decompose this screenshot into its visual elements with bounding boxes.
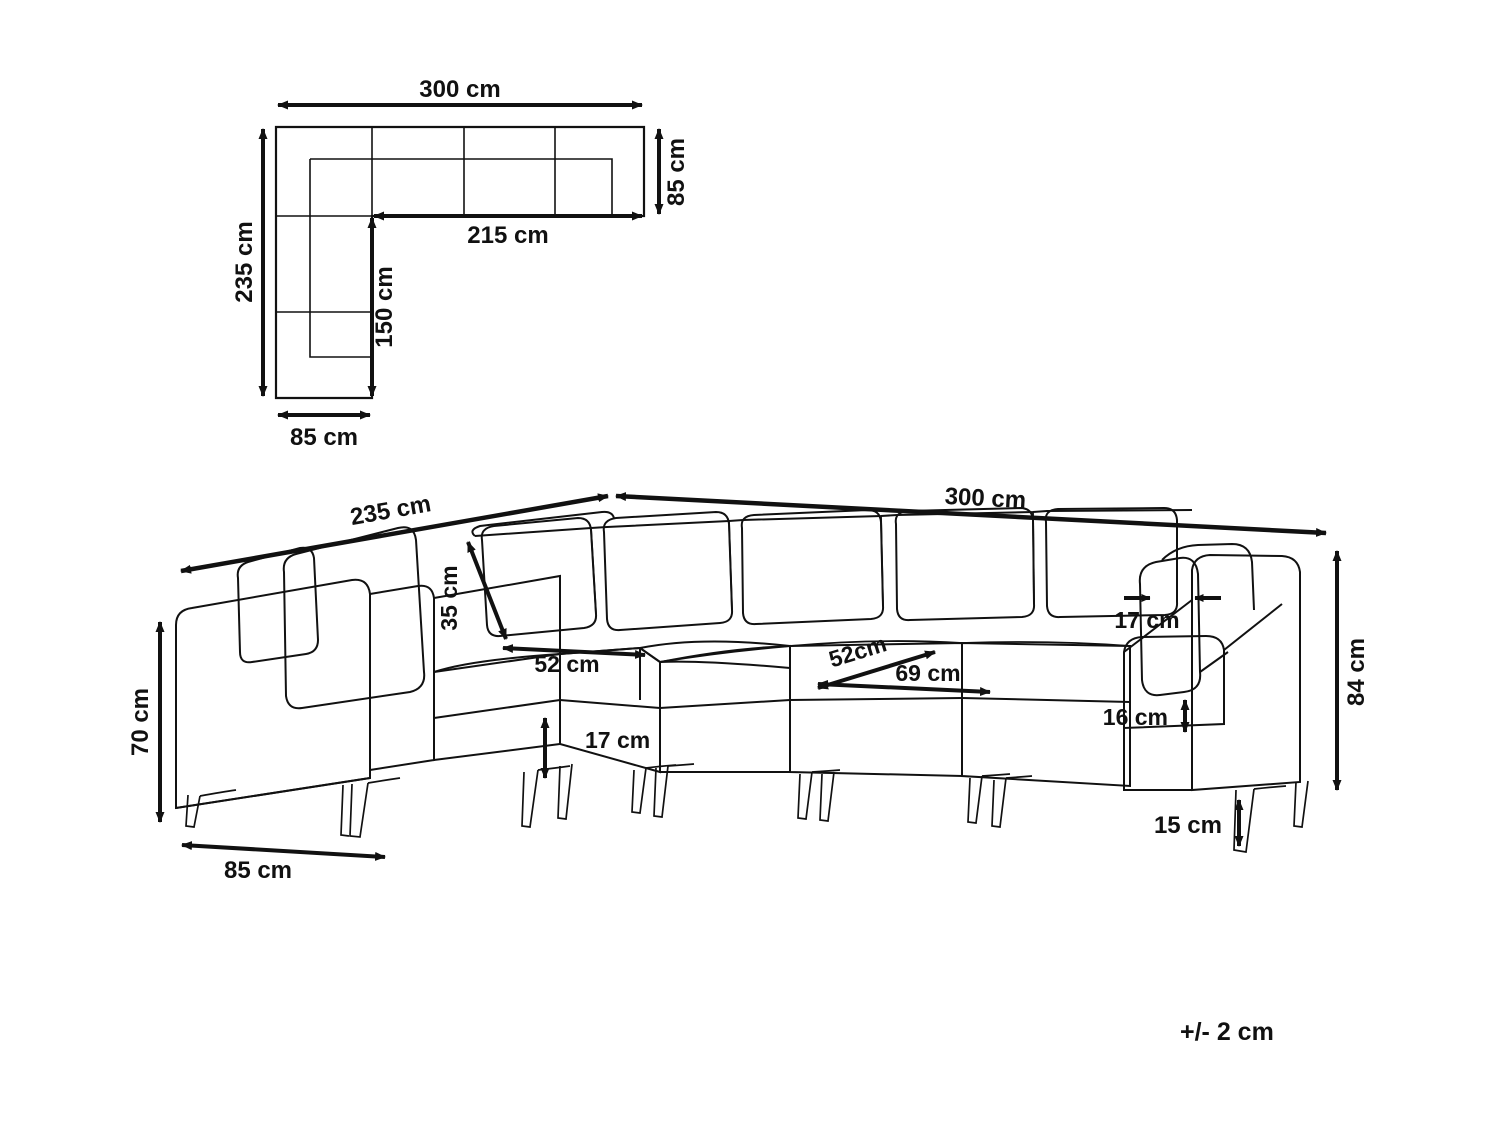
- persp-dimension-16: 16 cm: [1103, 699, 1190, 733]
- tolerance-note: +/- 2 cm: [1180, 1018, 1274, 1046]
- plan-label-150: 150 cm: [371, 266, 398, 347]
- persp-label-85: 85 cm: [224, 857, 292, 884]
- persp-dimension-70: 70 cm: [127, 621, 165, 823]
- persp-dimension-17-seat: 17 cm: [540, 717, 650, 779]
- persp-dimension-15: 15 cm: [1154, 799, 1244, 847]
- plan-label-300: 300 cm: [419, 76, 500, 103]
- persp-dimension-17-arm: 17 cm: [1114, 594, 1221, 633]
- plan-dimension-150: 150 cm: [367, 217, 398, 397]
- plan-label-85-bottom: 85 cm: [290, 424, 358, 451]
- plan-label-85-right: 85 cm: [663, 138, 690, 206]
- plan-dimension-215: 215 cm: [373, 211, 643, 249]
- persp-label-35: 35 cm: [436, 565, 462, 630]
- plan-dimension-235: 235 cm: [231, 128, 268, 397]
- persp-label-15: 15 cm: [1154, 812, 1222, 839]
- plan-dimension-85-bottom: 85 cm: [277, 410, 371, 451]
- center-legs: [521, 763, 1033, 828]
- plan-dimension-85-right: 85 cm: [654, 128, 690, 215]
- persp-label-300: 300 cm: [944, 483, 1027, 514]
- persp-dimension-85: 85 cm: [181, 841, 386, 884]
- persp-dimension-69: 69 cm: [817, 660, 991, 697]
- plan-label-235: 235 cm: [231, 221, 258, 302]
- persp-dimension-52-left: 52 cm: [502, 643, 646, 677]
- persp-dimension-84: 84 cm: [1332, 550, 1370, 791]
- perspective-view-group: 235 cm 300 cm 35 cm 52 cm 52cm 69 cm: [127, 483, 1370, 884]
- persp-label-69: 69 cm: [895, 660, 960, 686]
- right-back-cushion: [1138, 542, 1255, 697]
- plan-view-group: 300 cm 235 cm 85 cm 215 cm 150 cm 85 cm: [231, 76, 690, 451]
- plan-inner-seat-outline: [309, 158, 613, 358]
- right-arm-module: [1123, 553, 1301, 792]
- plan-dimension-300: 300 cm: [277, 76, 643, 110]
- persp-label-17-seat: 17 cm: [585, 727, 650, 753]
- left-arm-legs: [185, 777, 401, 838]
- seat-cushion-top-edges: [659, 640, 1131, 663]
- persp-label-70: 70 cm: [127, 688, 154, 756]
- persp-dimension-35: 35 cm: [436, 541, 508, 640]
- plan-module-divider-vertical: [276, 215, 372, 313]
- persp-label-16: 16 cm: [1103, 704, 1168, 730]
- persp-label-84: 84 cm: [1343, 638, 1370, 706]
- persp-dimension-300: 300 cm: [615, 483, 1327, 537]
- persp-label-17-arm: 17 cm: [1114, 607, 1179, 633]
- plan-module-divider: [371, 127, 556, 216]
- plan-label-215: 215 cm: [467, 222, 548, 249]
- persp-label-52-left: 52 cm: [534, 651, 599, 677]
